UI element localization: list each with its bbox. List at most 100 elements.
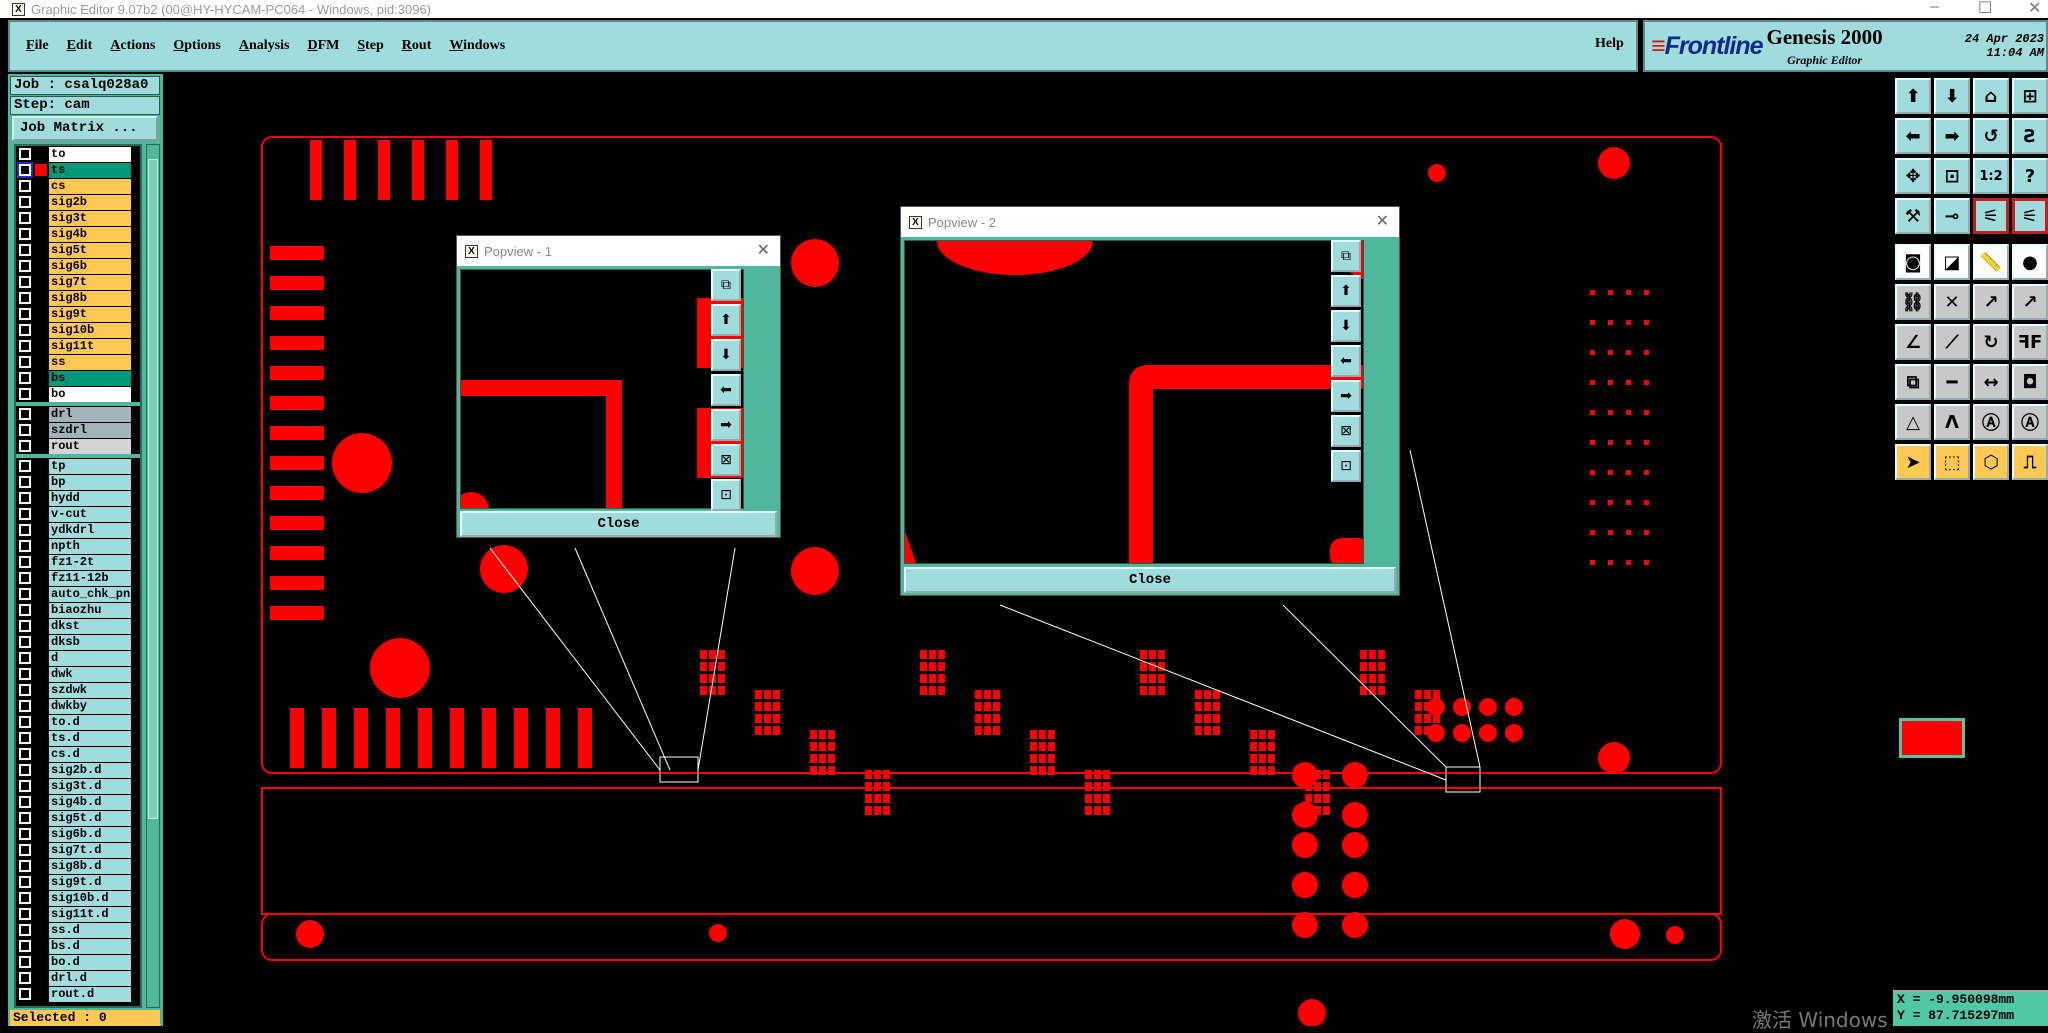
menu-help[interactable]: Help	[1595, 36, 1624, 51]
layer-row[interactable]: sig6b	[16, 258, 140, 274]
layer-checkbox[interactable]	[19, 292, 31, 304]
layer-row[interactable]: npth	[16, 538, 140, 554]
pointer-route-icon[interactable]: ⎍	[2012, 444, 2048, 480]
layer-checkbox[interactable]	[19, 668, 31, 680]
layer-row[interactable]: sig11t.d	[16, 906, 140, 922]
layer-checkbox[interactable]	[19, 508, 31, 520]
layer-row[interactable]: sig4b	[16, 226, 140, 242]
layer-checkbox[interactable]	[19, 196, 31, 208]
layer-checkbox[interactable]	[19, 260, 31, 272]
layer-name[interactable]: sig2b	[49, 194, 131, 210]
layer-row[interactable]: bo	[16, 386, 140, 402]
delete-cross-icon[interactable]: ✕	[1934, 284, 1970, 320]
segment-icon[interactable]: ━	[1934, 364, 1970, 400]
layer-list-scrollbar[interactable]	[146, 144, 160, 1008]
layer-checkbox[interactable]	[19, 940, 31, 952]
layer-row[interactable]: szdwk	[16, 682, 140, 698]
popview-2-close-button[interactable]: Close	[904, 567, 1396, 593]
layer-name[interactable]: dwk	[49, 666, 131, 682]
layer-name[interactable]: ss	[49, 354, 131, 370]
layer-checkbox[interactable]	[19, 636, 31, 648]
layer-name[interactable]: bo	[49, 386, 131, 402]
layer-name[interactable]: szdrl	[49, 422, 131, 438]
layer-row[interactable]: to.d	[16, 714, 140, 730]
layer-checkbox[interactable]	[19, 340, 31, 352]
ruler-icon[interactable]: 📏	[1973, 244, 2009, 280]
arc-tall-icon[interactable]: Λ	[1934, 404, 1970, 440]
layer-name[interactable]: ts	[49, 162, 131, 178]
layer-row[interactable]: dksb	[16, 634, 140, 650]
layer-checkbox[interactable]	[19, 652, 31, 664]
help-icon[interactable]: ?	[2012, 158, 2048, 194]
close-window-button[interactable]: ✕	[2028, 0, 2042, 17]
layer-checkbox[interactable]	[19, 180, 31, 192]
layer-name[interactable]: biaozhu	[49, 602, 131, 618]
pan-down-icon[interactable]: ⬇	[1934, 78, 1970, 114]
layer-checkbox[interactable]	[19, 356, 31, 368]
layer-name[interactable]: auto_chk_pnl	[49, 586, 131, 602]
layer-checkbox[interactable]	[19, 524, 31, 536]
zoom-center-icon[interactable]: ⊡	[1934, 158, 1970, 194]
layer-row[interactable]: dwkby	[16, 698, 140, 714]
layer-name[interactable]: sig4b	[49, 226, 131, 242]
layer-row[interactable]: sig2b.d	[16, 762, 140, 778]
layer-row[interactable]: sig3t	[16, 210, 140, 226]
layer-row[interactable]: ss.d	[16, 922, 140, 938]
layer-row[interactable]: d	[16, 650, 140, 666]
layer-row[interactable]: sig10b.d	[16, 890, 140, 906]
layer-name[interactable]: sig11t	[49, 338, 131, 354]
layer-checkbox[interactable]	[19, 492, 31, 504]
pointer-poly-icon[interactable]: ⬡	[1973, 444, 2009, 480]
layer-row[interactable]: ts.d	[16, 730, 140, 746]
layer-name[interactable]: drl.d	[49, 970, 131, 986]
zoom-in-icon[interactable]: ⊡	[1331, 450, 1361, 482]
arc-small-icon[interactable]: △	[1895, 404, 1931, 440]
pan-right-icon[interactable]: ➡	[711, 409, 741, 441]
layer-checkbox[interactable]	[19, 748, 31, 760]
layer-name[interactable]: cs	[49, 178, 131, 194]
layer-name[interactable]: szdwk	[49, 682, 131, 698]
layer-name[interactable]: dksb	[49, 634, 131, 650]
layer-checkbox[interactable]	[19, 700, 31, 712]
layer-name[interactable]: bs.d	[49, 938, 131, 954]
layer-row[interactable]: sig2b	[16, 194, 140, 210]
pan-up-icon[interactable]: ⬆	[1331, 275, 1361, 307]
menu-edit[interactable]: Edit	[66, 38, 93, 53]
layer-name[interactable]: v-cut	[49, 506, 131, 522]
layer-row[interactable]: szdrl	[16, 422, 140, 438]
layer-name[interactable]: sig9t	[49, 306, 131, 322]
copy-pad-icon[interactable]: ↗	[2012, 284, 2048, 320]
layer-name[interactable]: fz1-2t	[49, 554, 131, 570]
zoom-window-icon[interactable]: ⧉	[711, 269, 741, 301]
home-icon[interactable]: ⌂	[1973, 78, 2009, 114]
layer-checkbox[interactable]	[19, 620, 31, 632]
layer-checkbox[interactable]	[19, 212, 31, 224]
layer-checkbox[interactable]	[19, 372, 31, 384]
layer-row[interactable]: sig11t	[16, 338, 140, 354]
popview-1-viewport[interactable]	[460, 269, 744, 509]
layer-name[interactable]: hydd	[49, 490, 131, 506]
layer-row[interactable]: drl.d	[16, 970, 140, 986]
layer-row[interactable]: auto_chk_pnl	[16, 586, 140, 602]
layer-checkbox[interactable]	[19, 844, 31, 856]
layer-name[interactable]: to.d	[49, 714, 131, 730]
move-square-icon[interactable]: ⧉	[1895, 364, 1931, 400]
layer-row[interactable]: rout.d	[16, 986, 140, 1002]
layer-checkbox[interactable]	[19, 732, 31, 744]
layer-row[interactable]: cs	[16, 178, 140, 194]
pointer-box-icon[interactable]: ⬚	[1934, 444, 1970, 480]
layer-name[interactable]: sig6b.d	[49, 826, 131, 842]
net-signal-icon[interactable]: ⚟	[1973, 198, 2009, 234]
layer-name[interactable]: to	[49, 146, 131, 162]
layer-name[interactable]: bs	[49, 370, 131, 386]
menu-analysis[interactable]: Analysis	[238, 38, 290, 53]
layer-name[interactable]: rout.d	[49, 986, 131, 1002]
pan-right-icon[interactable]: ➡	[1934, 118, 1970, 154]
menu-dfm[interactable]: DFM	[307, 38, 340, 53]
layer-name[interactable]: fz11-12b	[49, 570, 131, 586]
layer-name[interactable]: bo.d	[49, 954, 131, 970]
connect-pads-icon[interactable]: ⛓	[1895, 284, 1931, 320]
layer-checkbox[interactable]	[19, 828, 31, 840]
layer-name[interactable]: sig8b.d	[49, 858, 131, 874]
probe-icon[interactable]: ⊸	[1934, 198, 1970, 234]
